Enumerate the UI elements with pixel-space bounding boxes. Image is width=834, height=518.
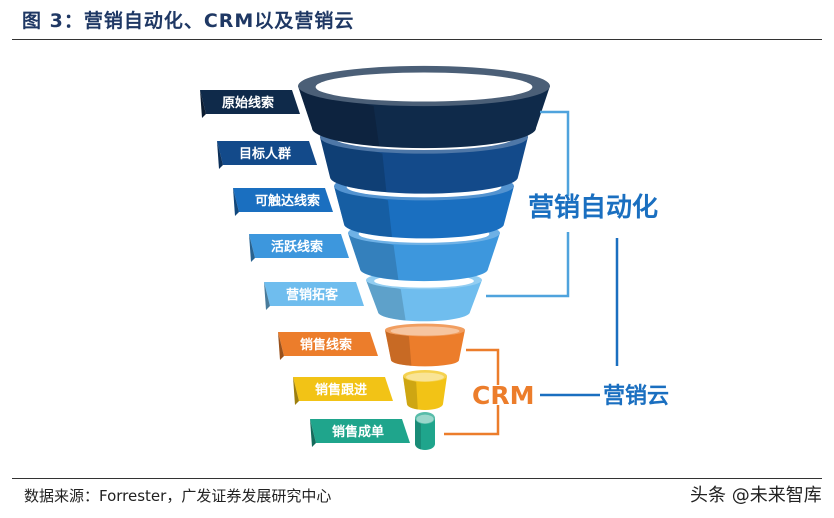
stage-tag-6: 销售线索 bbox=[278, 332, 378, 360]
funnel-band-8 bbox=[415, 412, 435, 450]
figure-title: 图 3：营销自动化、CRM以及营销云 bbox=[22, 10, 355, 32]
stage-label: 可触达线索 bbox=[255, 193, 320, 209]
marketing-cloud-label: 营销云 bbox=[603, 384, 669, 409]
marketing-automation-label: 营销自动化 bbox=[528, 192, 658, 223]
source-note: 数据来源：Forrester，广发证券发展研究中心 bbox=[24, 487, 332, 505]
stage-label: 原始线索 bbox=[222, 95, 274, 111]
funnel-band-6 bbox=[385, 323, 465, 367]
stage-label: 销售成单 bbox=[332, 424, 384, 440]
stage-label: 销售线索 bbox=[300, 337, 352, 353]
stage-tag-5: 营销拓客 bbox=[264, 282, 364, 310]
stage-label: 销售跟进 bbox=[315, 382, 367, 398]
stage-tag-8: 销售成单 bbox=[310, 419, 410, 447]
stage-label: 营销拓客 bbox=[286, 287, 339, 303]
stage-tag-4: 活跃线索 bbox=[249, 234, 349, 262]
funnel-band-3 bbox=[334, 171, 514, 239]
funnel-band-7 bbox=[403, 370, 447, 410]
crm-bracket bbox=[444, 348, 500, 436]
crm-label: CRM bbox=[472, 381, 534, 410]
marketing-automation-bracket bbox=[486, 110, 570, 298]
watermark: 头条 @未来智库 bbox=[690, 485, 822, 506]
stage-tag-3: 可触达线索 bbox=[233, 188, 333, 216]
top-rule bbox=[12, 39, 822, 40]
stage-label: 活跃线索 bbox=[271, 239, 323, 255]
bottom-rule bbox=[12, 478, 822, 479]
stage-tag-1: 原始线索 bbox=[200, 90, 300, 118]
stage-tag-7: 销售跟进 bbox=[293, 377, 393, 405]
stage-label: 目标人群 bbox=[239, 146, 291, 162]
stage-tag-2: 目标人群 bbox=[217, 141, 317, 169]
funnel-band-1 bbox=[298, 65, 550, 149]
